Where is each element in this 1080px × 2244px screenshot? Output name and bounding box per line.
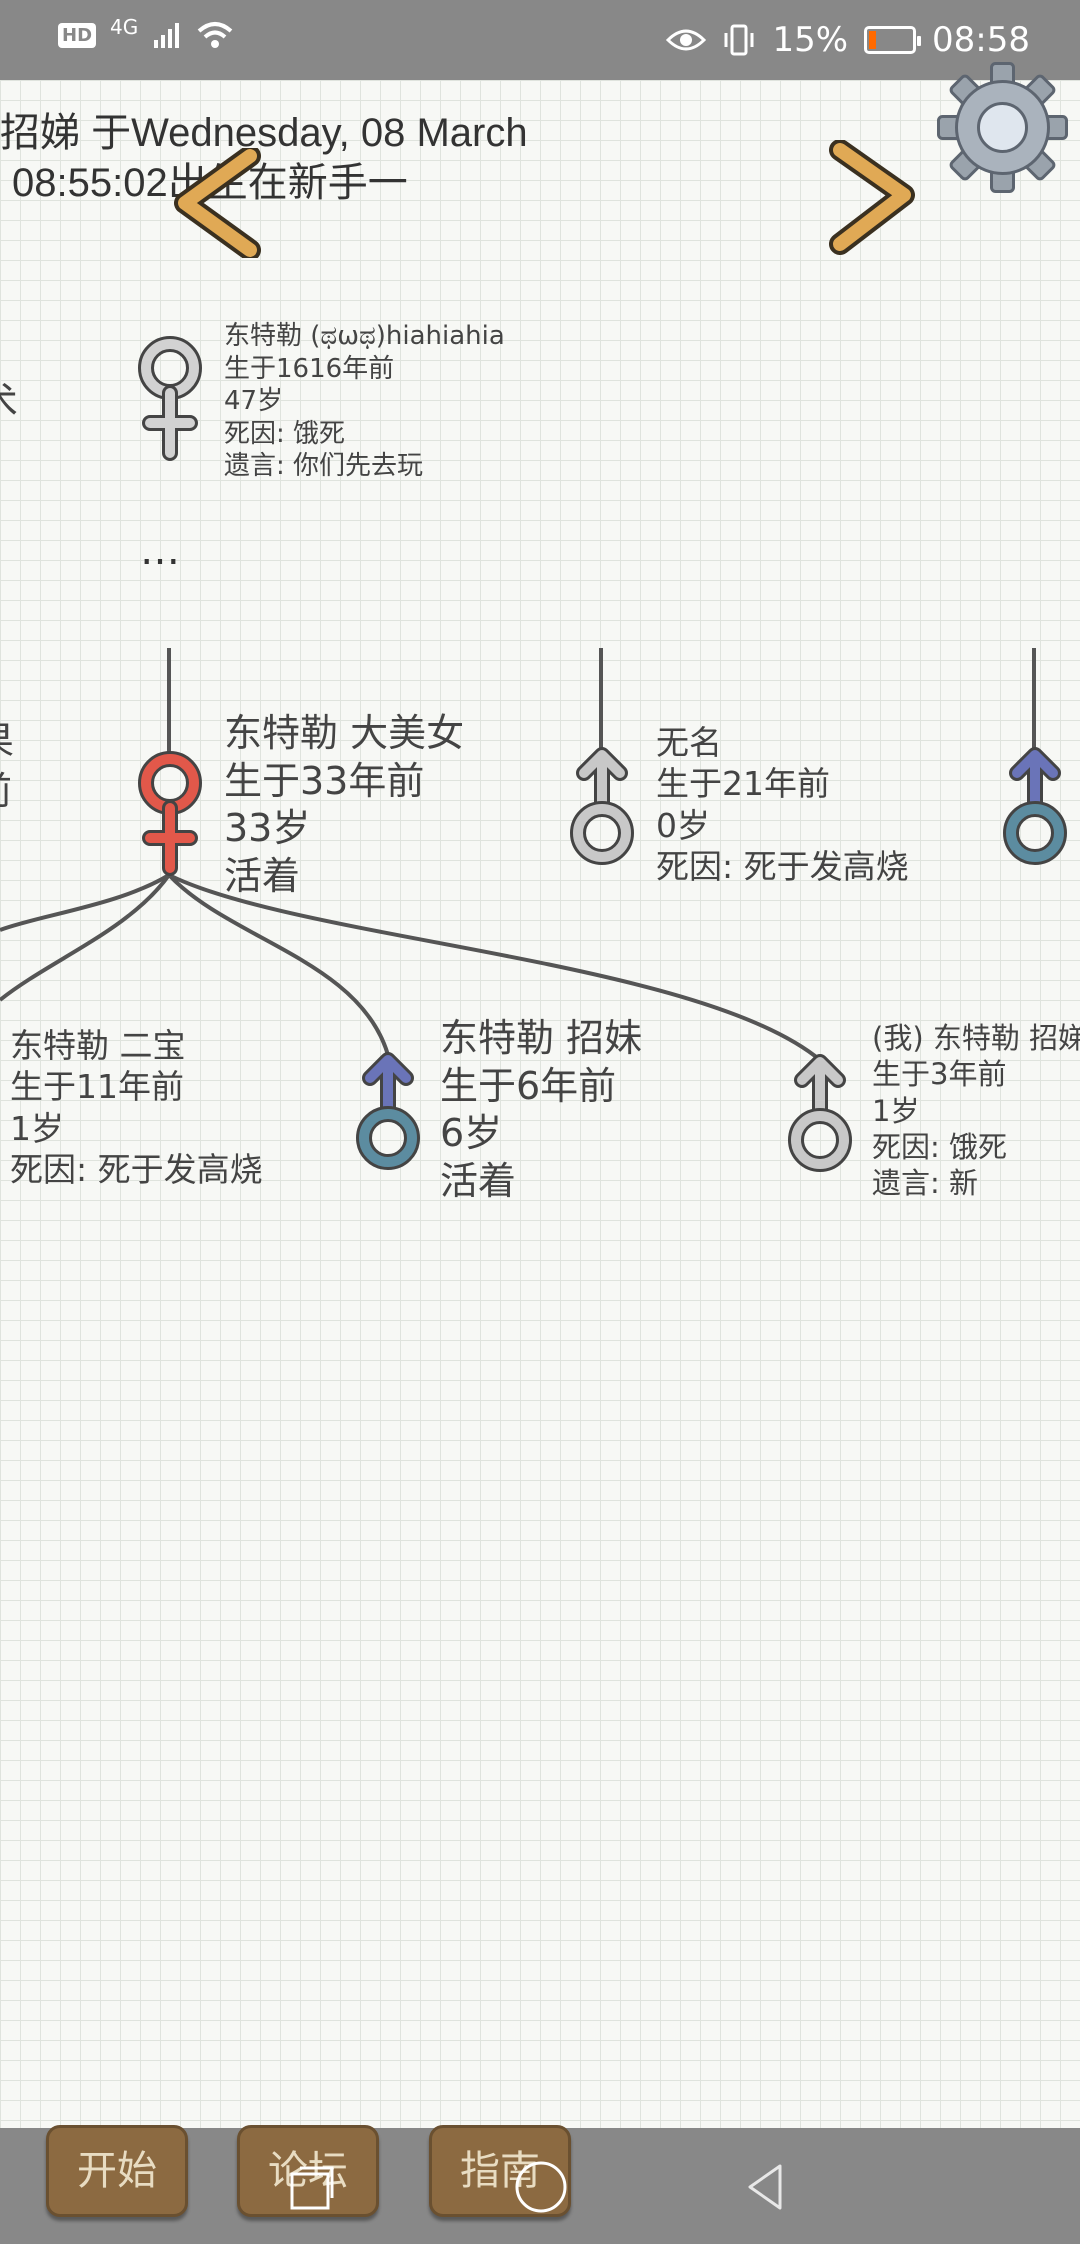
battery-icon — [864, 26, 922, 54]
unnamed-status: 死因: 死于发高烧 — [656, 846, 909, 886]
ancestor-name: 东特勒 (ಥωಥ)hiahiahia — [224, 321, 505, 351]
child-erbao-age: 1岁 — [10, 1108, 64, 1148]
male-symbol-gray-icon[interactable] — [780, 1052, 860, 1182]
ancestor-born: 生于1616年前 — [224, 353, 395, 384]
female-symbol-red-icon[interactable] — [130, 750, 210, 880]
ancestor-age: 47岁 — [224, 386, 284, 416]
guide-button[interactable]: 指南 — [429, 2125, 571, 2217]
mother-info: 东特勒 大美女 生于33年前 33岁 活着 — [224, 710, 464, 900]
status-bar: HD 4G 15% 08:58 — [0, 0, 1080, 80]
forum-button[interactable]: 论坛 — [237, 2125, 379, 2217]
ancestor-info: 东特勒 (ಥωಥ)hiahiahia 生于1616年前 47岁 死因: 饿死 遗… — [224, 320, 505, 483]
left-edge-char-2: 果 — [0, 710, 14, 765]
child-zhaomei-born: 生于6年前 — [440, 1063, 617, 1108]
left-edge-char-1: 术 — [0, 370, 18, 428]
mother-born: 生于33年前 — [224, 758, 425, 803]
unnamed-born: 生于21年前 — [656, 764, 830, 804]
generation-ellipsis: … — [140, 528, 180, 574]
hd-badge: HD — [58, 22, 97, 48]
unnamed-age: 0岁 — [656, 805, 710, 845]
wifi-icon — [197, 22, 233, 48]
child-self-age: 1岁 — [872, 1093, 920, 1128]
birth-info-line1: 招娣 于Wednesday, 08 March — [0, 111, 528, 155]
recent-apps-icon[interactable] — [286, 2162, 336, 2212]
sibling-parent-info: 无名 生于21年前 0岁 死因: 死于发高烧 — [656, 722, 909, 887]
left-edge-char-3: 前 — [0, 760, 12, 815]
next-arrow-icon[interactable] — [822, 140, 922, 255]
child-zhaomei-age: 6岁 — [440, 1111, 503, 1155]
child-erbao-born: 生于11年前 — [10, 1067, 184, 1107]
mother-status: 活着 — [224, 853, 301, 898]
male-symbol-blue-icon[interactable] — [995, 745, 1075, 875]
child-zhaomei-info: 东特勒 招妹 生于6年前 6岁 活着 — [440, 1015, 642, 1205]
child-self-last-words: 遗言: 新 — [872, 1166, 978, 1200]
child-zhaomei-name: 东特勒 招妹 — [440, 1016, 643, 1060]
mother-name: 东特勒 大美女 — [224, 711, 465, 755]
vibrate-icon — [724, 24, 754, 56]
previous-arrow-icon[interactable] — [170, 148, 270, 258]
female-symbol-gray-icon — [138, 336, 202, 461]
child-erbao-name: 东特勒 二宝 — [10, 1026, 186, 1065]
child-erbao-status: 死因: 死于发高烧 — [10, 1149, 263, 1189]
clock: 08:58 — [932, 20, 1030, 60]
eye-icon — [666, 29, 707, 51]
male-symbol-blue-icon[interactable] — [348, 1050, 428, 1180]
back-icon[interactable] — [740, 2160, 790, 2214]
signal-icon: 4G — [110, 15, 139, 39]
child-erbao-info: 东特勒 二宝 生于11年前 1岁 死因: 死于发高烧 — [10, 1025, 263, 1190]
tree-connectors — [0, 648, 1036, 1062]
signal-bars-icon — [154, 23, 180, 48]
home-icon[interactable] — [512, 2158, 570, 2216]
child-self-death: 死因: 饿死 — [872, 1129, 1007, 1164]
start-button[interactable]: 开始 — [46, 2125, 188, 2217]
mother-age: 33岁 — [224, 806, 311, 850]
child-self-born: 生于3年前 — [872, 1057, 1007, 1092]
child-self-name: (我) 东特勒 招娣 — [872, 1021, 1080, 1055]
child-self-info: (我) 东特勒 招娣 生于3年前 1岁 死因: 饿死 遗言: 新 — [872, 1020, 1080, 1201]
child-zhaomei-status: 活着 — [440, 1158, 517, 1203]
unnamed-name: 无名 — [656, 723, 722, 762]
settings-gear-icon[interactable] — [935, 60, 1070, 195]
ancestor-death: 死因: 饿死 — [224, 418, 346, 449]
ancestor-last-words: 遗言: 你们先去玩 — [224, 451, 424, 481]
battery-percent: 15% — [772, 20, 849, 60]
male-symbol-gray-icon[interactable] — [562, 745, 642, 875]
